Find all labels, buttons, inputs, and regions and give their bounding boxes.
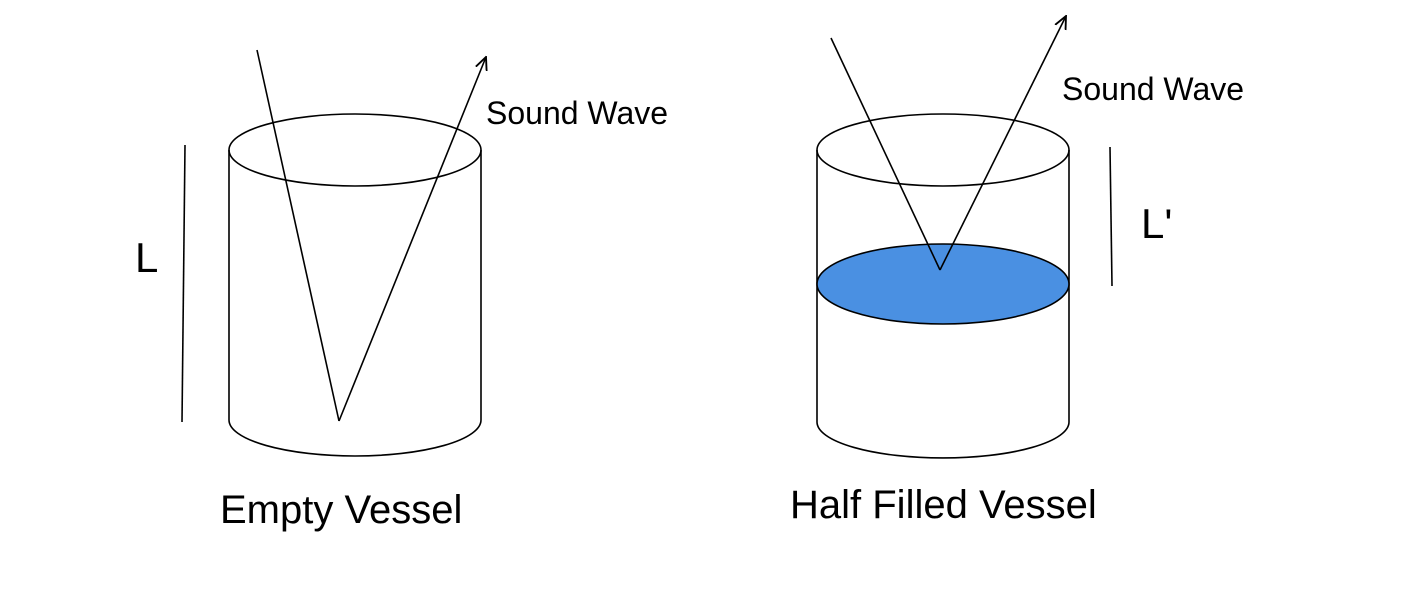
empty-vessel-length-bar: [181, 144, 186, 423]
empty-vessel-wave-label: Sound Wave: [486, 95, 668, 131]
empty-vessel-caption: Empty Vessel: [220, 488, 462, 532]
half-filled-vessel-length-label: L': [1141, 200, 1172, 247]
empty-vessel-body: [228, 150, 482, 457]
half-filled-vessel-length-bar: [1109, 146, 1113, 287]
empty-vessel: L Sound Wave Empty Vessel: [135, 49, 668, 532]
empty-vessel-reflected-wave: [338, 57, 486, 422]
empty-vessel-rim: [228, 113, 482, 187]
half-filled-vessel: L' Sound Wave Half Filled Vessel: [790, 16, 1244, 527]
empty-vessel-incident-wave: [256, 49, 340, 422]
half-filled-vessel-caption: Half Filled Vessel: [790, 483, 1097, 527]
half-filled-vessel-wave-label: Sound Wave: [1062, 71, 1244, 107]
half-filled-vessel-incident-wave: [830, 37, 941, 271]
half-filled-vessel-reflected-wave: [939, 16, 1066, 271]
empty-vessel-length-label: L: [135, 234, 158, 281]
water-surface: [816, 243, 1070, 325]
half-filled-vessel-rim: [816, 113, 1070, 187]
